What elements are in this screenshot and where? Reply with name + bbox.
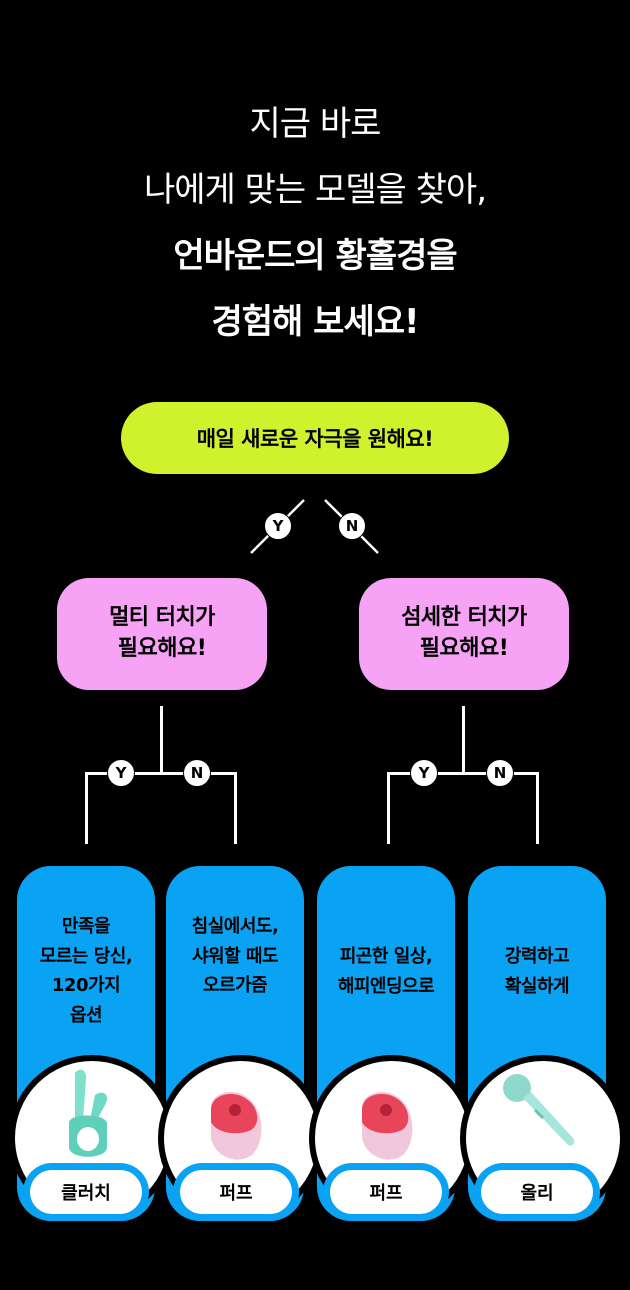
wand-massager-icon [503, 1074, 575, 1146]
branch-question-line: 섬세한 터치가 [401, 605, 527, 631]
connector-line [85, 772, 88, 844]
branch-question-line: 필요해요! [419, 636, 509, 661]
left-yes-badge: Y [107, 759, 135, 787]
card-text-line: 오르가즘 [202, 975, 268, 997]
product-name: 올리 [481, 1170, 593, 1214]
product-name-pill[interactable]: 퍼프 [173, 1163, 299, 1221]
card-text-line: 120가지 [51, 975, 121, 997]
card-text-line: 피곤한 일상, [339, 946, 433, 967]
card-text-line: 만족을 [61, 916, 111, 937]
root-question-text: 매일 새로운 자극을 원해요! [196, 427, 434, 451]
connector-line [387, 772, 539, 775]
suction-toy-icon [211, 1092, 262, 1160]
card-text-line: 모르는 당신, [39, 945, 133, 967]
root-connectors [250, 499, 379, 554]
suction-toy-icon [362, 1092, 413, 1160]
root-yes-badge: Y [264, 512, 292, 540]
connector-line [234, 772, 237, 844]
card-text-line: 확실하게 [504, 975, 570, 997]
card-text-line: 샤워할 때도 [191, 945, 279, 967]
card-text-line: 강력하고 [504, 946, 570, 967]
branch-question-delicate: 섬세한 터치가 필요해요! [359, 578, 569, 690]
branch-question-line: 멀티 터치가 [109, 605, 215, 631]
headline-line-3: 언바운드의 황홀경을 [173, 236, 457, 276]
headline-line-1: 지금 바로 [249, 104, 382, 144]
card-text-line: 옵션 [69, 1005, 103, 1027]
headline-line-4: 경험해 보세요! [211, 302, 419, 342]
connector-line [160, 706, 163, 774]
product-name-pill[interactable]: 올리 [474, 1163, 600, 1221]
connector-line [387, 772, 390, 844]
headline-line-2: 나에게 맞는 모델을 찾아, [143, 170, 487, 210]
branch-question-multi: 멀티 터치가 필요해요! [57, 578, 267, 690]
root-no-badge: N [338, 512, 366, 540]
product-name-pill[interactable]: 퍼프 [323, 1163, 449, 1221]
connector-line [85, 772, 237, 775]
root-question: 매일 새로운 자극을 원해요! [121, 402, 509, 474]
card-text-line: 침실에서도, [191, 916, 279, 937]
product-name-pill[interactable]: 클러치 [23, 1163, 149, 1221]
card-text-line: 해피엔딩으로 [337, 975, 435, 997]
right-yes-badge: Y [410, 759, 438, 787]
connector-line [536, 772, 539, 844]
left-no-badge: N [183, 759, 211, 787]
rabbit-vibrator-icon [69, 1069, 108, 1157]
product-name: 클러치 [30, 1170, 142, 1214]
right-no-badge: N [486, 759, 514, 787]
connector-line [462, 706, 465, 774]
product-name: 퍼프 [330, 1170, 442, 1214]
product-name: 퍼프 [180, 1170, 292, 1214]
branch-question-line: 필요해요! [117, 636, 207, 661]
